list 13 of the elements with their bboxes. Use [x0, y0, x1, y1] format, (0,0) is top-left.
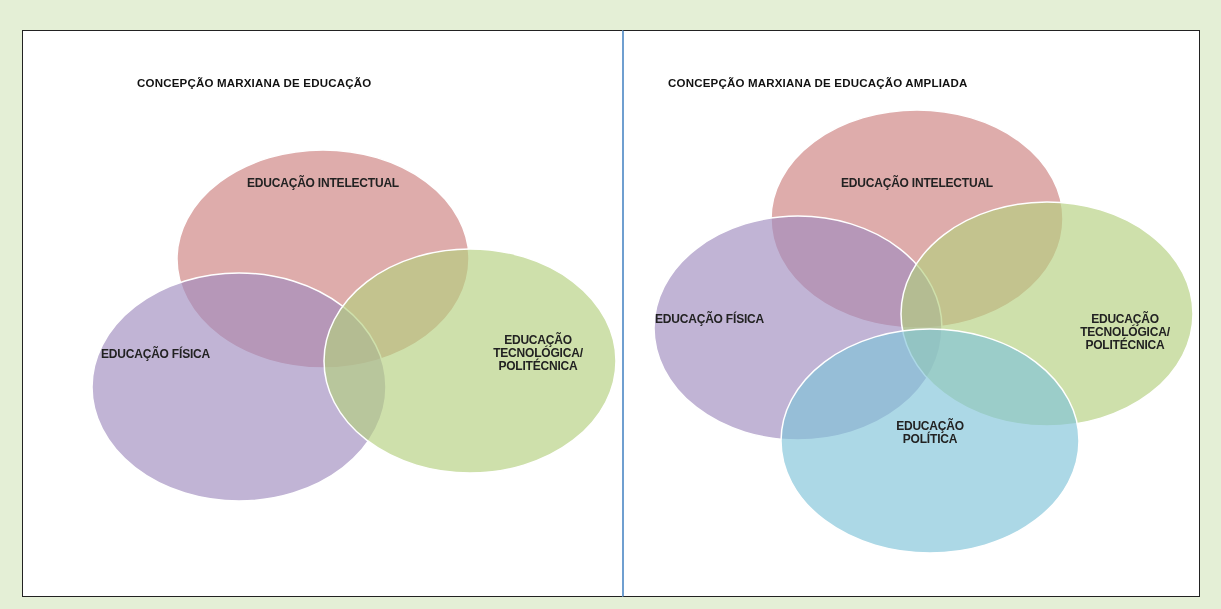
panel: [622, 30, 1200, 597]
ellipse-label: EDUCAÇÃO INTELECTUAL: [840, 177, 994, 190]
ellipse-label: EDUCAÇÃO TECNOLÓGICA/ POLITÉCNICA: [492, 334, 584, 373]
panel-title: CONCEPÇÃO MARXIANA DE EDUCAÇÃO AMPLIADA: [668, 77, 968, 89]
panel: [22, 30, 622, 597]
ellipse-label: EDUCAÇÃO POLÍTICA: [895, 420, 965, 446]
venn-ellipse: [780, 328, 1080, 554]
ellipse-label: EDUCAÇÃO FÍSICA: [101, 348, 211, 361]
ellipse-label: EDUCAÇÃO INTELECTUAL: [246, 177, 400, 190]
venn-ellipse: [323, 248, 617, 474]
ellipse-label: EDUCAÇÃO FÍSICA: [655, 313, 765, 326]
ellipse-label: EDUCAÇÃO TECNOLÓGICA/ POLITÉCNICA: [1079, 313, 1171, 352]
panel-title: CONCEPÇÃO MARXIANA DE EDUCAÇÃO: [137, 77, 372, 89]
